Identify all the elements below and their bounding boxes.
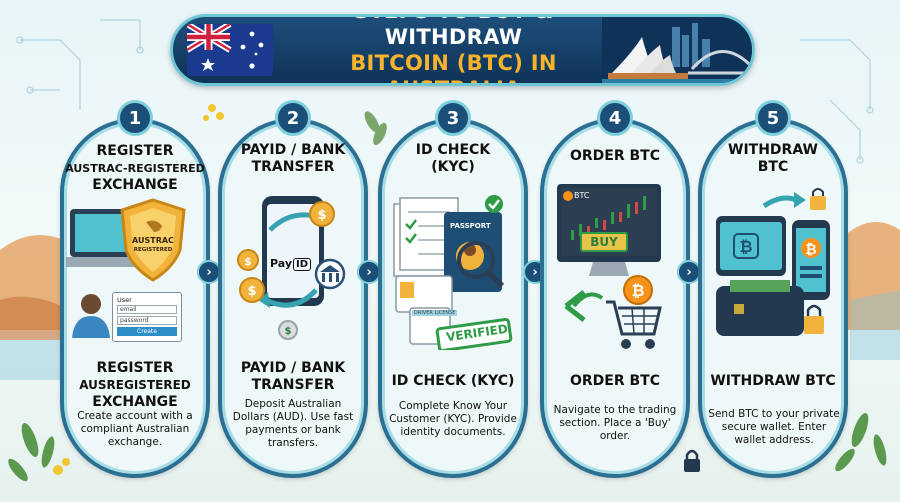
- payid-id-text: ID: [293, 258, 312, 271]
- step-1-subtitle-line3: EXCHANGE: [92, 394, 178, 410]
- svg-text:₿: ₿: [739, 237, 752, 256]
- step-1-title-line2: AUSTRAC-REGISTERED: [65, 162, 205, 175]
- step-4-title: ORDER BTC: [569, 148, 660, 164]
- svg-text:₿: ₿: [631, 281, 644, 300]
- padlock-icon: [684, 449, 700, 472]
- step-number-1: 1: [117, 100, 153, 136]
- sydney-skyline-icon: [602, 17, 752, 83]
- step-4-subtitle: ORDER BTC: [569, 373, 660, 389]
- user-avatar-icon: [72, 294, 110, 338]
- step-2-subtitle: PAYID / BANK TRANSFER: [240, 360, 346, 393]
- signup-form: User email password Create: [112, 292, 182, 342]
- austrac-badge-label: AUSTRAC REGISTERED: [122, 236, 184, 253]
- step-1-title-line1: REGISTER: [96, 143, 174, 159]
- smartphone-transfer-icon: $ $ $ $: [237, 196, 346, 340]
- step-number-4: 4: [597, 100, 633, 136]
- btc-screen-label: BTC: [574, 191, 590, 200]
- step-card-4: [540, 118, 690, 478]
- passport-label: PASSPORT: [450, 222, 491, 230]
- step-3-description: Complete Know Your Customer (KYC). Provi…: [389, 400, 517, 438]
- step-2-description: Deposit Australian Dollars (AUD). Use fa…: [232, 398, 354, 449]
- step-1-subtitle-line2: AUSREGISTERED: [79, 378, 191, 392]
- svg-text:₿: ₿: [805, 242, 816, 258]
- payid-pay-text: Pay: [270, 257, 293, 270]
- step-5-title: WITHDRAW BTC: [728, 142, 818, 175]
- page-title: STEPS TO BUY & WITHDRAW: [354, 17, 553, 49]
- title-banner: STEPS TO BUY & WITHDRAW BITCOIN (BTC) IN…: [170, 14, 755, 86]
- step-number-3: 3: [435, 100, 471, 136]
- step-1-subtitle: REGISTER AUSREGISTERED EXCHANGE: [60, 360, 210, 411]
- svg-text:$: $: [247, 284, 256, 299]
- badge-line1: AUSTRAC: [132, 236, 174, 245]
- wallet-transfer-icon: ₿ ₿: [716, 188, 830, 336]
- step-1-title-line3: EXCHANGE: [92, 177, 178, 193]
- australia-flag-icon: [187, 24, 273, 76]
- svg-text:$: $: [285, 326, 292, 337]
- step-3-subtitle: ID CHECK (KYC): [391, 373, 515, 389]
- password-field[interactable]: password: [117, 316, 177, 325]
- step-5-description: Send BTC to your private secure wallet. …: [708, 408, 840, 446]
- austrac-shield-icon: [120, 198, 186, 282]
- svg-text:$: $: [317, 208, 326, 223]
- buy-button[interactable]: BUY: [580, 232, 628, 252]
- step-5-subtitle: WITHDRAW BTC: [710, 373, 836, 389]
- step-1-description: Create account with a compliant Australi…: [77, 410, 193, 448]
- step-1-title: REGISTER AUSTRAC-REGISTERED EXCHANGE: [60, 143, 210, 194]
- driver-license-label: DRIVER LICENSE: [412, 310, 458, 316]
- email-field[interactable]: email: [117, 305, 177, 314]
- step-4-description: Navigate to the trading section. Place a…: [553, 404, 677, 442]
- page-subtitle: BITCOIN (BTC) IN AUSTRALIA: [350, 51, 557, 83]
- form-user-label: User: [117, 296, 132, 304]
- shopping-cart-bitcoin-icon: ₿: [564, 275, 662, 349]
- step-number-5: 5: [755, 100, 791, 136]
- create-button[interactable]: Create: [117, 327, 177, 336]
- svg-text:$: $: [244, 255, 252, 268]
- step-1-subtitle-line1: REGISTER: [96, 360, 174, 376]
- step-number-2: 2: [275, 100, 311, 136]
- step-3-title: ID CHECK (KYC): [415, 142, 491, 175]
- badge-line2: REGISTERED: [133, 247, 173, 253]
- step-2-title: PAYID / BANK TRANSFER: [240, 142, 346, 175]
- id-documents-icon: [393, 195, 513, 350]
